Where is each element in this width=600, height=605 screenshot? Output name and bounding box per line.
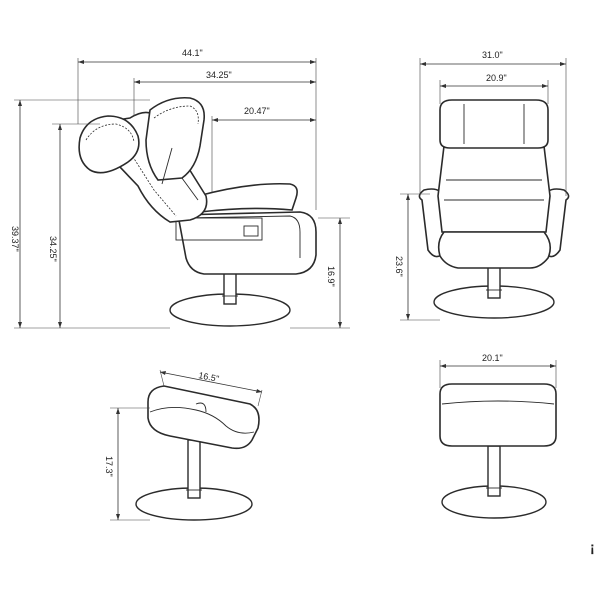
dim-headrest-width: 20.9" <box>486 73 507 83</box>
dim-overall-height: 39.37" <box>10 226 20 252</box>
dim-seat-depth: 20.47" <box>244 106 270 116</box>
dim-overall-width: 44.1" <box>182 48 203 58</box>
ottoman-front-post <box>487 445 501 497</box>
recliner-armrest <box>197 182 298 213</box>
corner-mark: ¡ <box>590 539 595 555</box>
chair-front-dimensions: 31.0" 20.9" 23.6" <box>394 50 567 321</box>
dim-ottoman-height: 17.3" <box>104 456 114 477</box>
ottoman-front-dimensions: 20.1" <box>439 353 557 388</box>
chair-front-view: 31.0" 20.9" 23.6" <box>394 50 570 321</box>
chair-seat <box>437 231 552 269</box>
recliner-side-view: 44.1" 34.25" 20.47" 39.37" <box>10 48 350 329</box>
recliner-upright-stitching <box>153 105 199 125</box>
recliner-headrest-upright <box>145 96 206 181</box>
chair-backrest <box>437 145 551 233</box>
dim-chair-width: 31.0" <box>482 50 503 60</box>
dim-ottoman-depth: 16.5" <box>198 370 220 384</box>
dim-seat-to-head-width: 34.25" <box>206 70 232 80</box>
ottoman-side-tuck <box>195 402 207 413</box>
ottoman-front-seam <box>441 400 555 405</box>
ottoman-front-cushion <box>439 383 557 447</box>
recliner-upright-seam <box>161 147 173 185</box>
dim-seat-height: 16.9" <box>326 266 336 287</box>
recliner-lever <box>243 225 259 237</box>
recliner-headrest-reclined <box>78 115 140 174</box>
recliner-dimensions: 44.1" 34.25" 20.47" 39.37" <box>10 48 350 329</box>
ottoman-side-post <box>187 439 201 499</box>
ottoman-side-dimensions: 16.5" 17.3" <box>104 369 263 521</box>
chair-post <box>487 265 501 299</box>
dim-arm-height: 23.6" <box>394 256 404 277</box>
recliner-post <box>223 269 237 305</box>
chair-headrest <box>439 99 549 149</box>
ottoman-front-view: 20.1" <box>439 353 557 519</box>
ottoman-side-seam <box>149 407 255 434</box>
recliner-side-panel <box>175 217 263 241</box>
recliner-seat-seam <box>181 215 301 258</box>
dim-reclined-height: 34.25" <box>48 236 58 262</box>
dim-ottoman-width: 20.1" <box>482 353 503 363</box>
recliner-headrest-stitching <box>85 123 135 143</box>
ottoman-side-cushion <box>147 385 260 450</box>
ottoman-side-view: 16.5" 17.3" <box>104 369 263 521</box>
recliner-seat <box>177 211 317 275</box>
